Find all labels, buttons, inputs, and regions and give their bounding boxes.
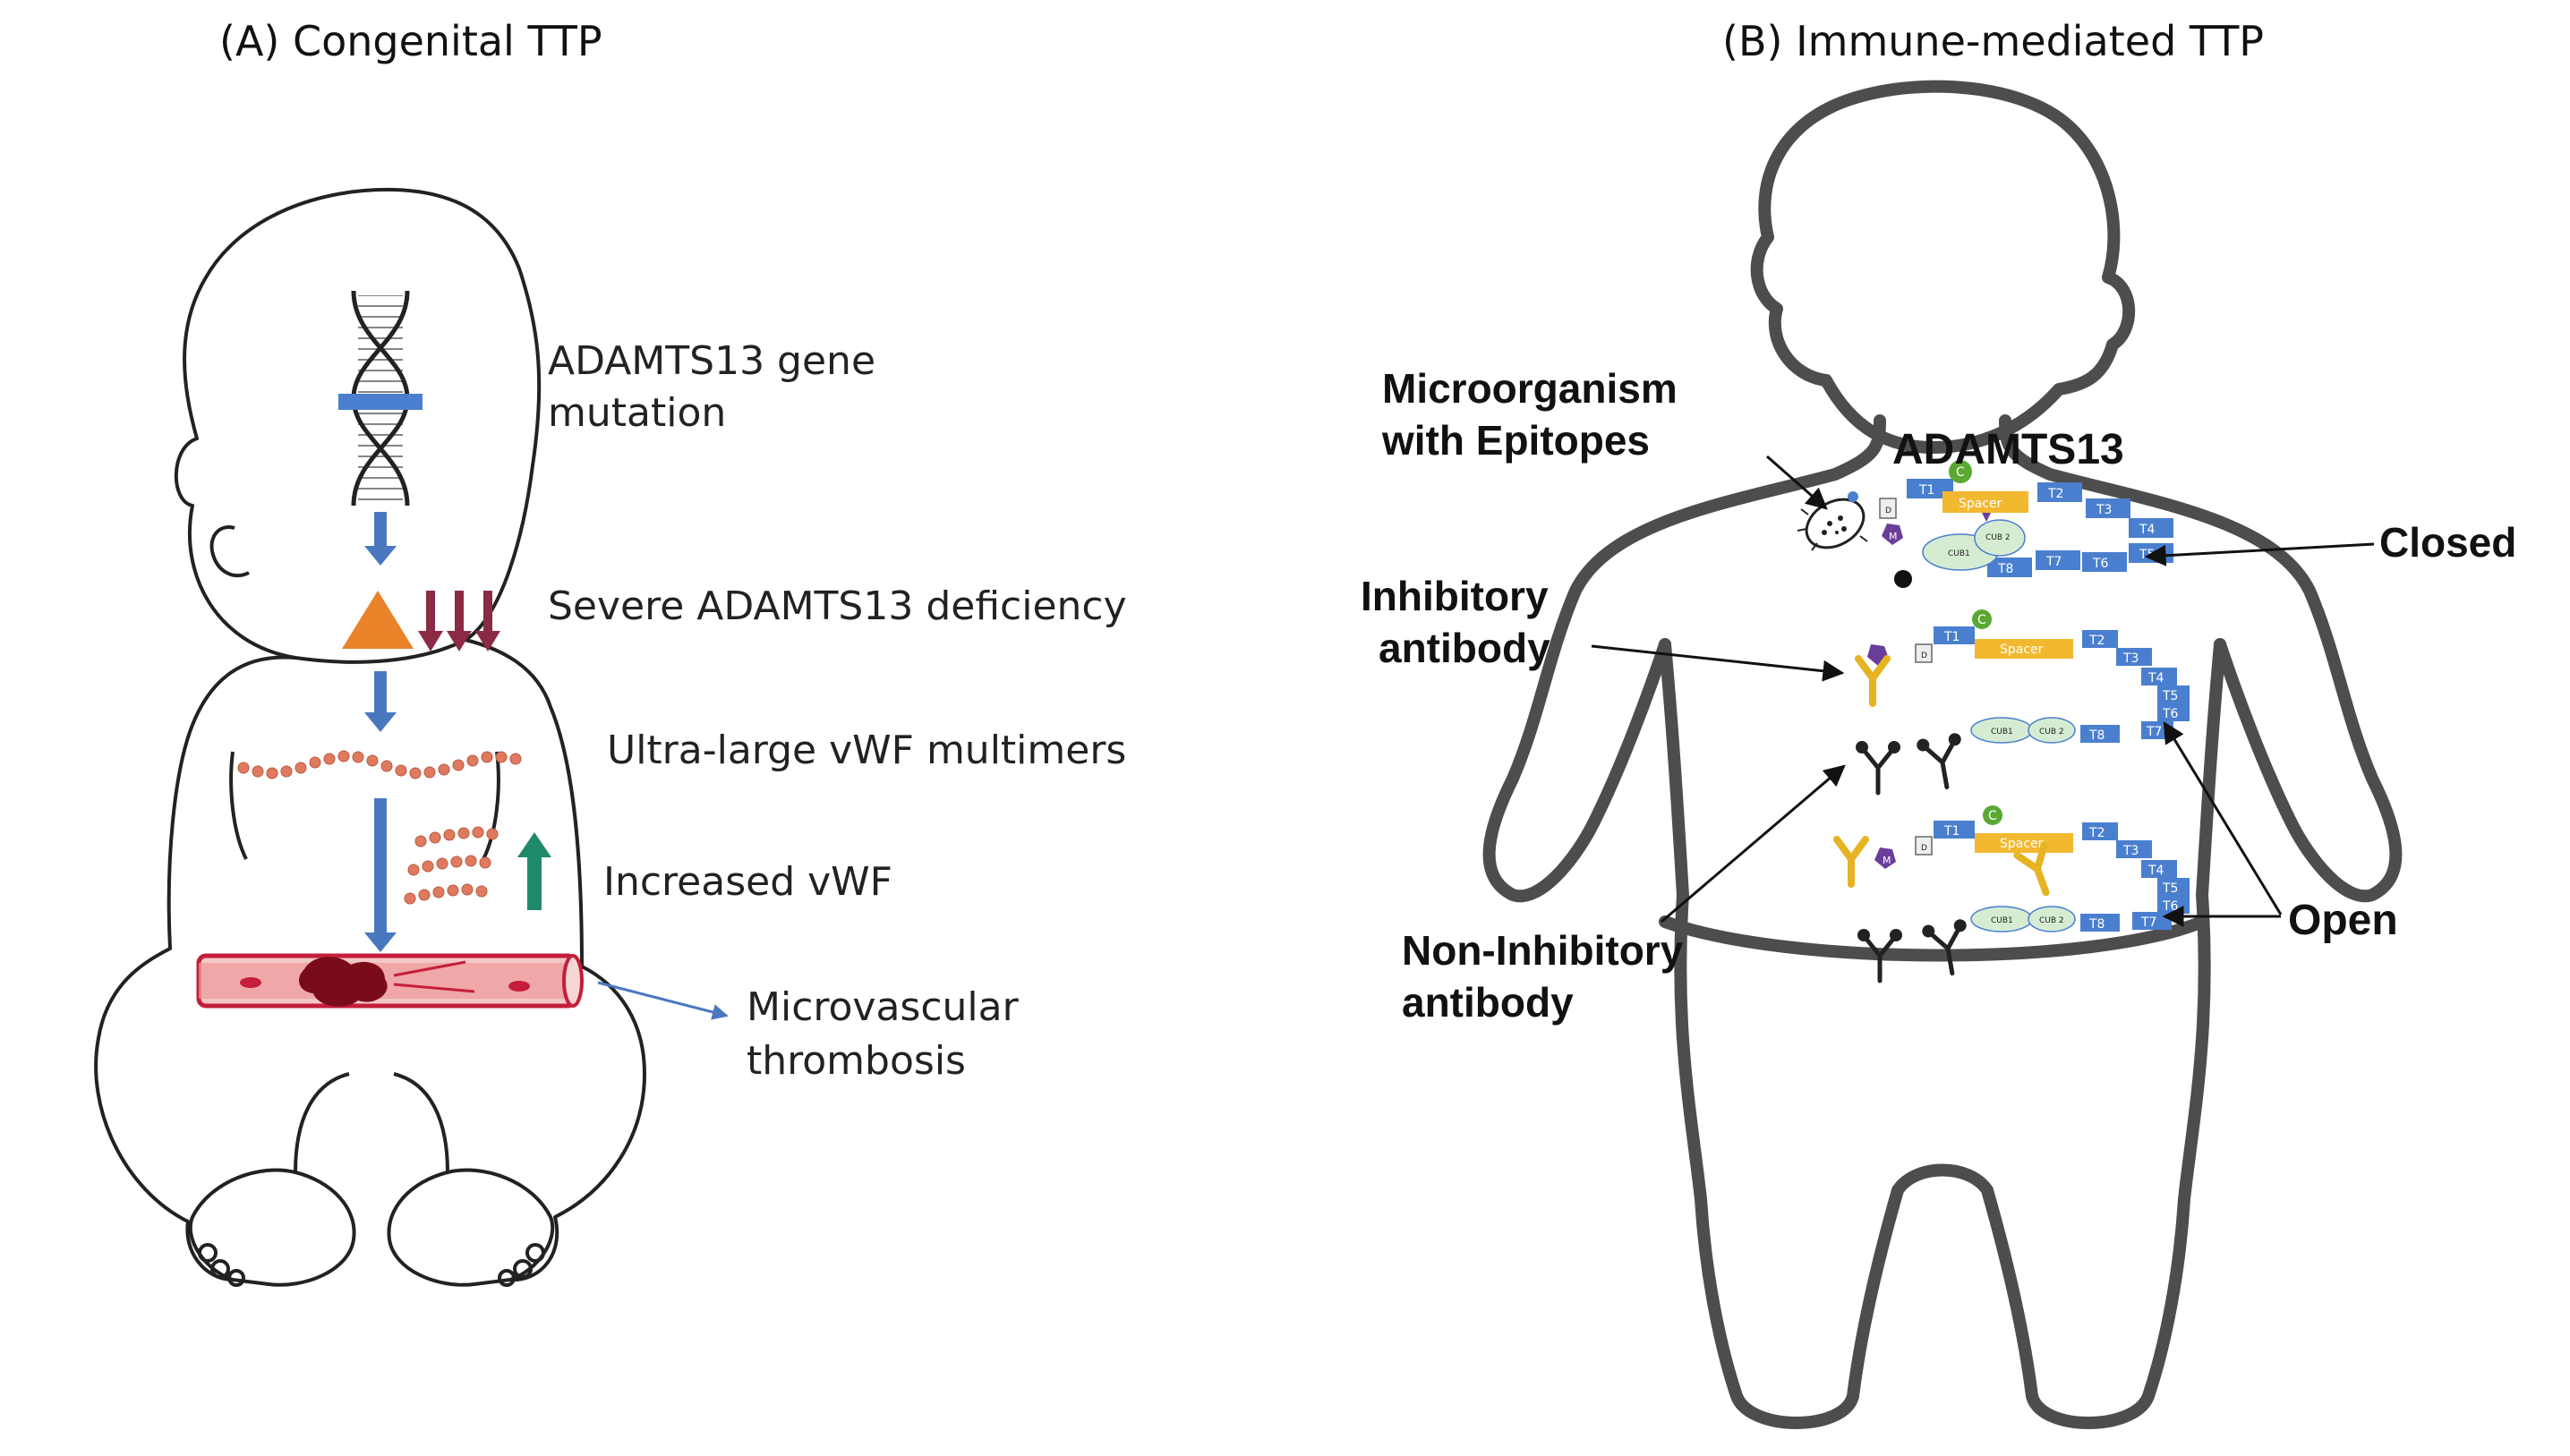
svg-text:T2: T2 [2047, 487, 2063, 501]
panel-a: (A) Congenital TTP [94, 17, 1127, 1287]
non-inhibitory-label: Non-Inhibitory [1402, 927, 1684, 974]
child-body-outline [1482, 80, 2403, 1429]
increased-vwf-label: Increased vWF [603, 859, 892, 905]
thrombosis-label: Microvascular [747, 984, 1020, 1030]
svg-text:C: C [1956, 465, 1965, 480]
inhibitory-label: Inhibitory [1361, 573, 1549, 619]
blood-vessel-icon [196, 953, 584, 1009]
svg-text:T2: T2 [2088, 634, 2105, 648]
svg-text:CUB1: CUB1 [1991, 728, 2013, 737]
svg-text:T4: T4 [2147, 864, 2164, 878]
svg-text:M: M [1889, 531, 1898, 542]
svg-text:CUB 2: CUB 2 [2039, 728, 2064, 737]
non-inhibitory-label-2: antibody [1402, 979, 1574, 1026]
non-inhibitory-antibody-icon [1921, 918, 1974, 977]
deficiency-triangle-icon [342, 591, 414, 649]
closed-label: Closed [2379, 519, 2516, 566]
baby-outline [94, 187, 646, 1287]
svg-text:CUB 2: CUB 2 [1985, 533, 2011, 542]
svg-text:D: D [1921, 844, 1927, 853]
svg-text:CUB1: CUB1 [1991, 916, 2013, 925]
microorganism-label-2: with Epitopes [1381, 417, 1650, 464]
panel-a-title: (A) Congenital TTP [219, 17, 602, 65]
panel-b: (B) Immune-mediated TTP D M T1 C [1361, 17, 2516, 1429]
svg-text:T6: T6 [2092, 557, 2109, 571]
down-arrow-icon [364, 671, 397, 732]
microorganism-label: Microorganism [1382, 365, 1678, 412]
down-arrow-icon [364, 798, 397, 952]
svg-text:T3: T3 [2122, 844, 2139, 858]
svg-text:T7: T7 [2140, 915, 2156, 930]
adamts13-closed: D M T1 C Spacer T2 T3 T4 T5 T6 T7 T8 CUB… [1797, 460, 2173, 588]
svg-text:T4: T4 [2147, 671, 2164, 685]
vwf-multimer-chain [237, 750, 522, 779]
increased-vwf-chains [404, 826, 499, 905]
adamts13-open-2: D M T1 C Spacer T2 T3 T4 T5 T6 T7 T8 CUB… [1874, 805, 2190, 932]
svg-text:T6: T6 [2162, 899, 2179, 914]
deficiency-label: Severe ADAMTS13 deficiency [548, 583, 1127, 629]
svg-text:C: C [1988, 809, 1997, 823]
svg-text:T7: T7 [2045, 555, 2062, 569]
svg-text:T7: T7 [2146, 725, 2162, 739]
open-label: Open [2288, 897, 2398, 944]
svg-text:T8: T8 [2088, 728, 2105, 743]
svg-text:CUB1: CUB1 [1948, 549, 1970, 558]
svg-text:T5: T5 [2139, 548, 2155, 562]
increase-arrow-icon [517, 832, 551, 910]
dna-helix-icon [338, 290, 423, 507]
svg-text:T3: T3 [2096, 503, 2112, 517]
svg-text:T1: T1 [1943, 824, 1960, 839]
non-inhibitory-antibody-icon [1916, 732, 1968, 791]
inhibitory-label-2: antibody [1379, 625, 1550, 671]
svg-text:M: M [1883, 855, 1891, 866]
svg-text:T1: T1 [1918, 483, 1934, 498]
svg-text:Spacer: Spacer [2000, 837, 2044, 851]
decrease-arrows-icon [418, 591, 500, 651]
gene-mutation-label: ADAMTS13 gene [548, 338, 875, 384]
panel-b-title: (B) Immune-mediated TTP [1722, 17, 2264, 65]
svg-text:C: C [1977, 613, 1986, 627]
svg-text:D: D [1885, 507, 1891, 515]
svg-text:T3: T3 [2122, 651, 2139, 666]
svg-text:Spacer: Spacer [2000, 643, 2044, 657]
svg-text:T4: T4 [2139, 523, 2156, 537]
svg-text:T8: T8 [1997, 562, 2013, 576]
inhibitory-antibody-icon [1858, 659, 1887, 703]
svg-text:T5: T5 [2162, 881, 2178, 896]
svg-text:D: D [1921, 651, 1927, 660]
svg-text:T1: T1 [1943, 630, 1960, 644]
multimers-label: Ultra-large vWF multimers [607, 728, 1126, 773]
svg-text:T6: T6 [2162, 707, 2179, 721]
microorganism-icon [1797, 491, 1868, 551]
pointer-arrows [1591, 455, 2375, 927]
adamts13-open-1: D T1 C Spacer T2 T3 T4 T5 T6 T7 T8 CUB1 … [1867, 609, 2190, 744]
thrombosis-label-2: thrombosis [747, 1038, 966, 1084]
svg-text:T5: T5 [2162, 689, 2178, 703]
thrombosis-pointer [597, 981, 729, 1020]
inhibitory-antibody-icon [1837, 839, 1866, 884]
down-arrow-icon [364, 512, 397, 566]
adamts13-label: ADAMTS13 [1892, 426, 2124, 473]
flow-arrows [364, 512, 397, 952]
svg-text:CUB 2: CUB 2 [2039, 916, 2064, 925]
svg-text:T8: T8 [2088, 917, 2105, 932]
gene-mutation-label-2: mutation [548, 390, 726, 436]
svg-text:T2: T2 [2088, 826, 2105, 840]
non-inhibitory-antibody-icon [1856, 741, 1900, 793]
svg-text:Spacer: Spacer [1959, 497, 2002, 511]
